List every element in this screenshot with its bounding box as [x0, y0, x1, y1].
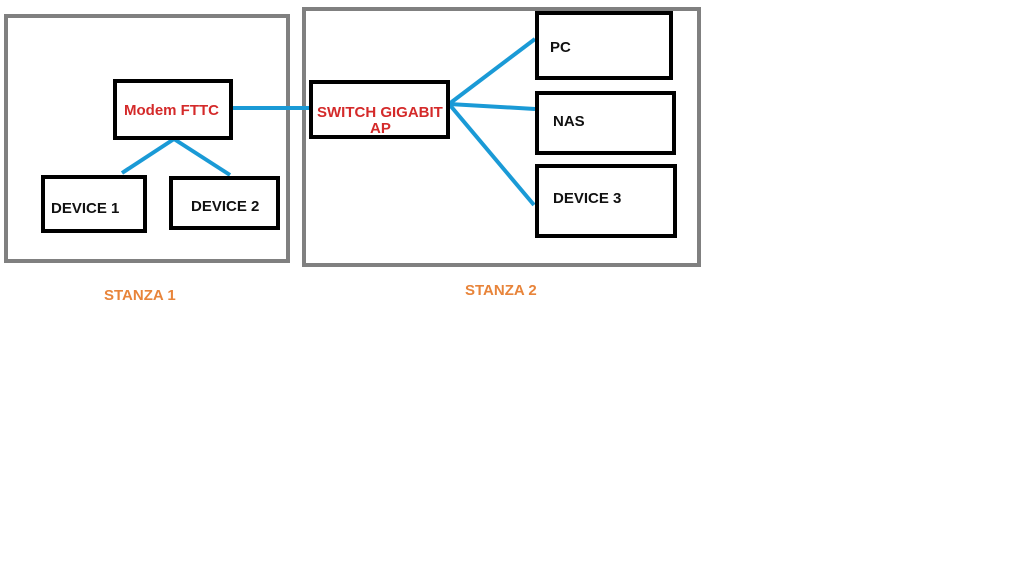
link-modem-device1 — [120, 137, 176, 175]
node-label-modem: Modem FTTC — [124, 102, 219, 119]
node-label-switch-line2: AP — [370, 120, 391, 137]
node-label-nas: NAS — [553, 113, 585, 130]
node-nas: NAS — [535, 91, 676, 155]
node-label-device2: DEVICE 2 — [191, 198, 260, 215]
node-device-3: DEVICE 3 — [535, 164, 677, 238]
node-modem-fttc: Modem FTTC — [113, 79, 233, 140]
link-switch-device3 — [447, 102, 536, 207]
room-label-stanza-1: STANZA 1 — [104, 287, 176, 304]
node-label-device3: DEVICE 3 — [553, 190, 622, 207]
link-switch-nas — [448, 102, 536, 111]
link-modem-device2 — [172, 137, 232, 177]
room-stanza-2 — [302, 7, 701, 267]
node-label-pc: PC — [550, 39, 571, 56]
node-device-1: DEVICE 1 — [41, 175, 147, 233]
node-label-switch-line1: SWITCH GIGABIT — [317, 104, 443, 121]
node-label-device1: DEVICE 1 — [51, 200, 120, 217]
node-switch-gigabit-ap: SWITCH GIGABIT AP — [309, 80, 450, 139]
room-stanza-1 — [4, 14, 290, 263]
room-label-stanza-2: STANZA 2 — [465, 282, 537, 299]
node-device-2: DEVICE 2 — [169, 176, 280, 230]
node-pc: PC — [535, 11, 673, 80]
link-switch-pc — [447, 37, 537, 106]
